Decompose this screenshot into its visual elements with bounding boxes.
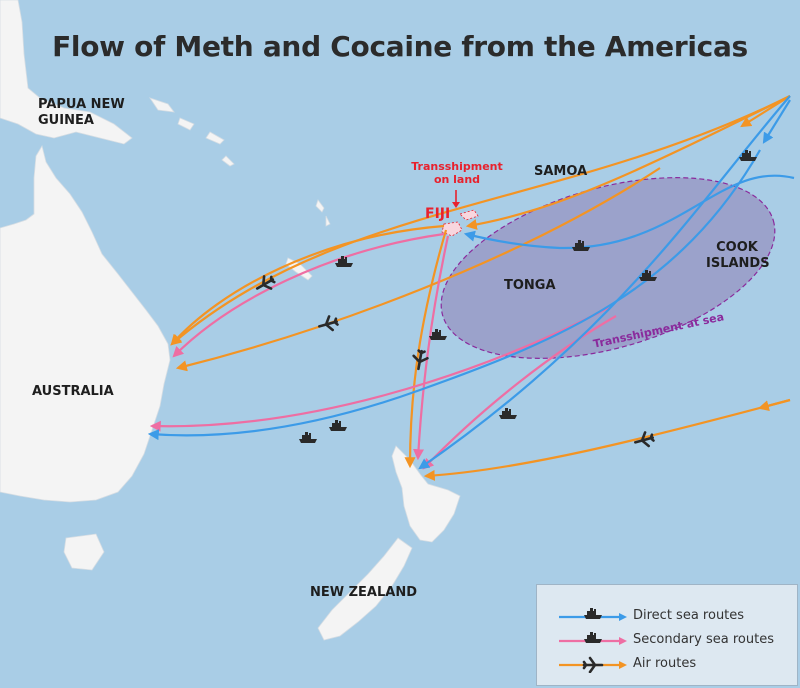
secondary-route-tonga-nz xyxy=(422,315,617,470)
transshipment-sea-zone xyxy=(440,177,776,359)
direct-route-cook-nz xyxy=(418,95,791,470)
air-route-arrow-east xyxy=(757,398,791,412)
legend-item-secondary-sea: Secondary sea routes xyxy=(537,629,797,651)
label-transshipment-land: Transshipment on land xyxy=(411,160,503,186)
legend: Direct sea routes Secondary sea routes A… xyxy=(536,584,798,686)
legend-label-secondary-sea: Secondary sea routes xyxy=(633,632,774,647)
secondary-route-fiji-nz xyxy=(413,235,450,461)
label-fiji: FIJI xyxy=(425,206,451,222)
label-australia: AUSTRALIA xyxy=(32,384,114,399)
label-samoa: SAMOA xyxy=(534,164,588,179)
legend-item-air: Air routes xyxy=(537,653,797,675)
legend-label-direct-sea: Direct sea routes xyxy=(633,608,745,623)
label-papua-new-guinea: PAPUA NEW GUINEA xyxy=(38,97,128,129)
tasmania-land xyxy=(63,533,105,571)
label-tonga: TONGA xyxy=(504,278,556,293)
legend-swatch-secondary-sea xyxy=(559,632,627,645)
label-cook-islands: COOK ISLANDS xyxy=(706,240,770,272)
secondary-route-tonga-australia xyxy=(149,305,613,432)
solomon-islands xyxy=(149,97,235,167)
air-route-arrow-top xyxy=(740,95,791,128)
air-routes xyxy=(170,95,791,481)
air-route-fiji-nz xyxy=(404,229,448,469)
label-papua-new-guinea-text: PAPUA NEW GUINEA xyxy=(38,97,125,128)
ship-icon xyxy=(299,432,317,443)
ship-icon xyxy=(335,256,353,267)
secondary-sea-routes xyxy=(149,232,617,470)
vanuatu xyxy=(315,199,331,227)
label-cook-islands-text: COOK ISLANDS xyxy=(706,240,770,271)
legend-swatch-direct-sea xyxy=(559,608,627,621)
fiji-land xyxy=(441,209,479,237)
nz-north-island xyxy=(391,445,461,543)
label-new-zealand: NEW ZEALAND xyxy=(310,585,418,600)
air-route-east-nz xyxy=(423,398,791,481)
plane-icon xyxy=(316,313,340,335)
air-route-cook-fiji xyxy=(465,95,791,230)
direct-sea-routes xyxy=(147,95,795,470)
nz-south-island xyxy=(317,537,413,641)
landmasses xyxy=(0,0,479,641)
legend-label-air: Air routes xyxy=(633,656,697,671)
direct-route-arrow-top xyxy=(762,99,791,144)
legend-item-direct-sea: Direct sea routes xyxy=(537,605,797,627)
ship-icon xyxy=(584,632,602,643)
australia-land xyxy=(0,144,171,503)
air-route-pacific-australia xyxy=(175,167,661,372)
legend-swatch-air xyxy=(559,656,627,673)
direct-route-cook-australia xyxy=(147,149,761,441)
ship-icon xyxy=(499,408,517,419)
map-title: Flow of Meth and Cocaine from the Americ… xyxy=(52,30,748,63)
ship-icon xyxy=(329,420,347,431)
secondary-route-fiji-australia xyxy=(172,232,445,358)
plane-icon xyxy=(582,656,604,673)
papua-new-guinea-land xyxy=(0,0,133,145)
air-route-samoa-australia xyxy=(170,95,791,346)
air-route-fiji-australia xyxy=(170,224,445,346)
ship-icon xyxy=(584,608,602,619)
direct-route-east-fiji xyxy=(463,174,795,250)
transshipment-land-pointer-head xyxy=(452,202,460,208)
